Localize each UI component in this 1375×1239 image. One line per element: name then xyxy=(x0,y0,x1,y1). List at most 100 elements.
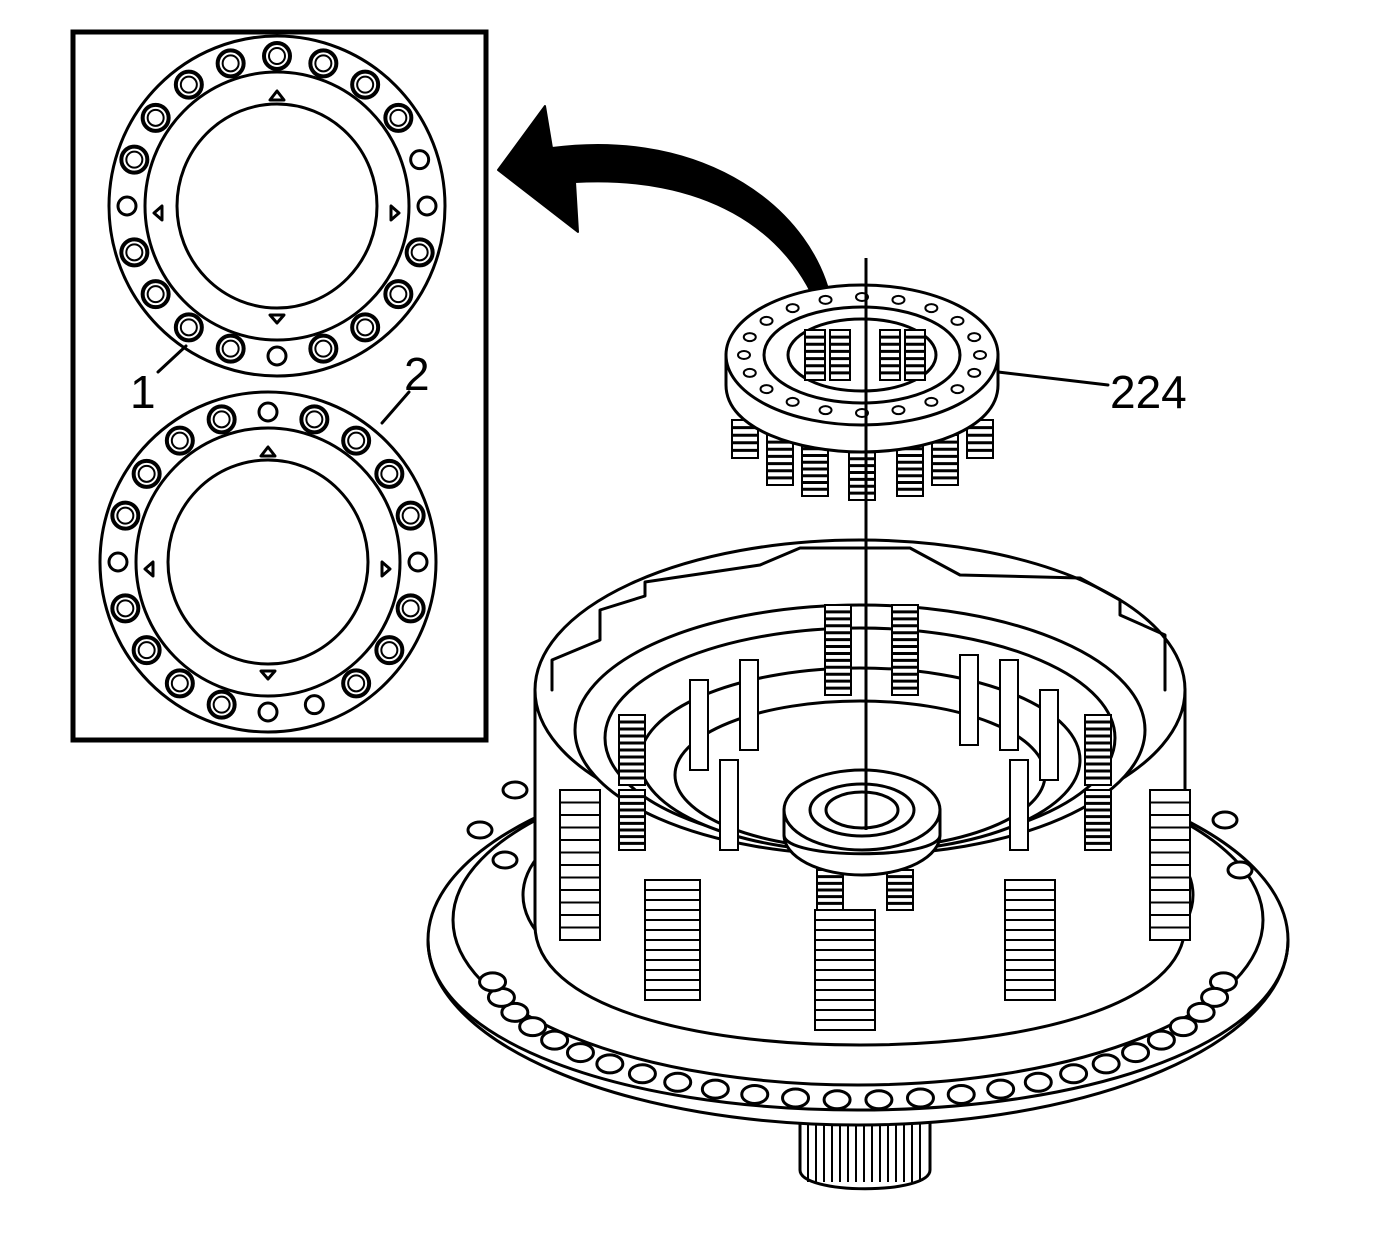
plate-hole xyxy=(818,294,833,305)
spring-pocket-inner xyxy=(146,108,165,127)
plate-hole xyxy=(742,332,757,343)
inner-drum-slots xyxy=(689,654,1059,851)
spring-pocket-inner xyxy=(401,506,420,525)
callout-1-label: 1 xyxy=(130,366,156,418)
spring-body xyxy=(618,789,646,851)
spring-pocket-inner xyxy=(221,54,240,73)
spring-pocket-hole xyxy=(173,312,204,343)
clutch-plate-tabs xyxy=(559,789,1191,1031)
spring-pocket-hole xyxy=(308,333,339,364)
flange-port xyxy=(1091,1053,1121,1075)
flange-port xyxy=(986,1078,1016,1100)
inner-slot xyxy=(1039,689,1059,781)
plate-hole xyxy=(950,315,965,326)
flange-port xyxy=(491,850,519,870)
spring-pocket-hole xyxy=(303,694,325,716)
spring-pocket-hole xyxy=(341,668,372,699)
plate-hole xyxy=(967,367,982,378)
spring-pocket-hole xyxy=(374,458,405,489)
spring-pocket-inner xyxy=(137,464,156,483)
spring-pocket-hole xyxy=(173,69,204,100)
spring-assembly-224 xyxy=(724,283,1000,501)
flange-port xyxy=(1059,1063,1089,1085)
ring-2-illustration xyxy=(98,390,438,734)
assembly-visible-springs xyxy=(804,329,926,381)
callout-224-label: 224 xyxy=(1110,366,1187,418)
flange-port xyxy=(864,1089,894,1111)
spring-pocket-inner xyxy=(170,674,189,693)
spring-pocket-hole xyxy=(409,149,431,171)
spring-pocket-inner xyxy=(314,54,333,73)
spring-pocket-inner xyxy=(137,641,156,660)
inner-slot xyxy=(959,654,979,746)
spring-pocket-hole xyxy=(215,48,246,79)
spring-pocket-inner xyxy=(347,431,366,450)
spring-pocket-hole xyxy=(257,701,279,723)
spring-pocket-inner xyxy=(380,641,399,660)
spring-pocket-hole xyxy=(383,279,414,310)
spring-pocket-inner xyxy=(212,695,231,714)
spring-pocket-hole xyxy=(257,401,279,423)
spring-body xyxy=(804,329,826,381)
spring-pocket-inner xyxy=(356,318,375,337)
spring-pocket-inner xyxy=(268,47,286,65)
flange-port xyxy=(700,1078,730,1100)
flange-port xyxy=(478,971,508,993)
spring-pocket-hole xyxy=(350,69,381,100)
assembly-plate-holes xyxy=(737,292,987,418)
inner-slot xyxy=(999,659,1019,751)
plate-hole xyxy=(967,332,982,343)
spring-pocket-inner xyxy=(380,464,399,483)
spring-pocket-inner xyxy=(314,339,333,358)
plate-hole xyxy=(818,405,833,416)
plate-hole xyxy=(785,303,800,314)
spring-pocket-hole xyxy=(308,48,339,79)
flange-port xyxy=(518,1016,548,1038)
spring-pocket-hole xyxy=(119,144,150,175)
callout-2-label: 2 xyxy=(404,348,430,400)
spring-pocket-inner xyxy=(212,410,231,429)
spring-pocket-hole xyxy=(266,345,288,367)
plate-hole xyxy=(973,350,987,360)
inner-slot xyxy=(719,759,739,851)
flange-port xyxy=(663,1071,693,1093)
inner-slot xyxy=(689,679,709,771)
spring-pocket-hole xyxy=(131,635,162,666)
inner-slot xyxy=(1009,759,1029,851)
plate-hole xyxy=(759,315,774,326)
spring-pocket-inner xyxy=(116,599,135,618)
flange-port xyxy=(1146,1029,1176,1051)
flange-port xyxy=(946,1083,976,1105)
spring-body xyxy=(879,329,901,381)
plate-hole xyxy=(950,384,965,395)
flange-ports xyxy=(466,780,1254,1111)
ring-2-spring-pockets xyxy=(107,401,429,723)
spring-pocket-hole xyxy=(350,312,381,343)
spring-pocket-inner xyxy=(125,243,144,262)
spring-pocket-hole xyxy=(341,425,372,456)
callout-1: 1 xyxy=(130,344,188,418)
plate-hole xyxy=(742,367,757,378)
spring-body xyxy=(1084,789,1112,851)
spring-pocket-inner xyxy=(356,75,375,94)
spring-pocket-hole xyxy=(206,689,237,720)
spring-pocket-hole xyxy=(262,41,292,71)
spring-pocket-hole xyxy=(164,425,195,456)
spring-pocket-hole xyxy=(215,333,246,364)
spring-pocket-inner xyxy=(347,674,366,693)
spring-pocket-hole xyxy=(374,635,405,666)
spring-pocket-hole xyxy=(383,102,414,133)
spring-pocket-hole xyxy=(119,237,150,268)
plate-hole xyxy=(924,396,939,407)
flange-port xyxy=(501,780,529,800)
spring-pocket-inner xyxy=(389,285,408,304)
flange-port xyxy=(627,1063,657,1085)
flange-port xyxy=(565,1042,595,1064)
spring-pocket-hole xyxy=(140,102,171,133)
spring-pocket-hole xyxy=(107,551,129,573)
spring-pocket-hole xyxy=(110,593,141,624)
housing-return-springs xyxy=(618,604,1112,911)
spring-pocket-inner xyxy=(170,431,189,450)
plate-hole xyxy=(759,384,774,395)
flange-port xyxy=(1211,810,1239,830)
